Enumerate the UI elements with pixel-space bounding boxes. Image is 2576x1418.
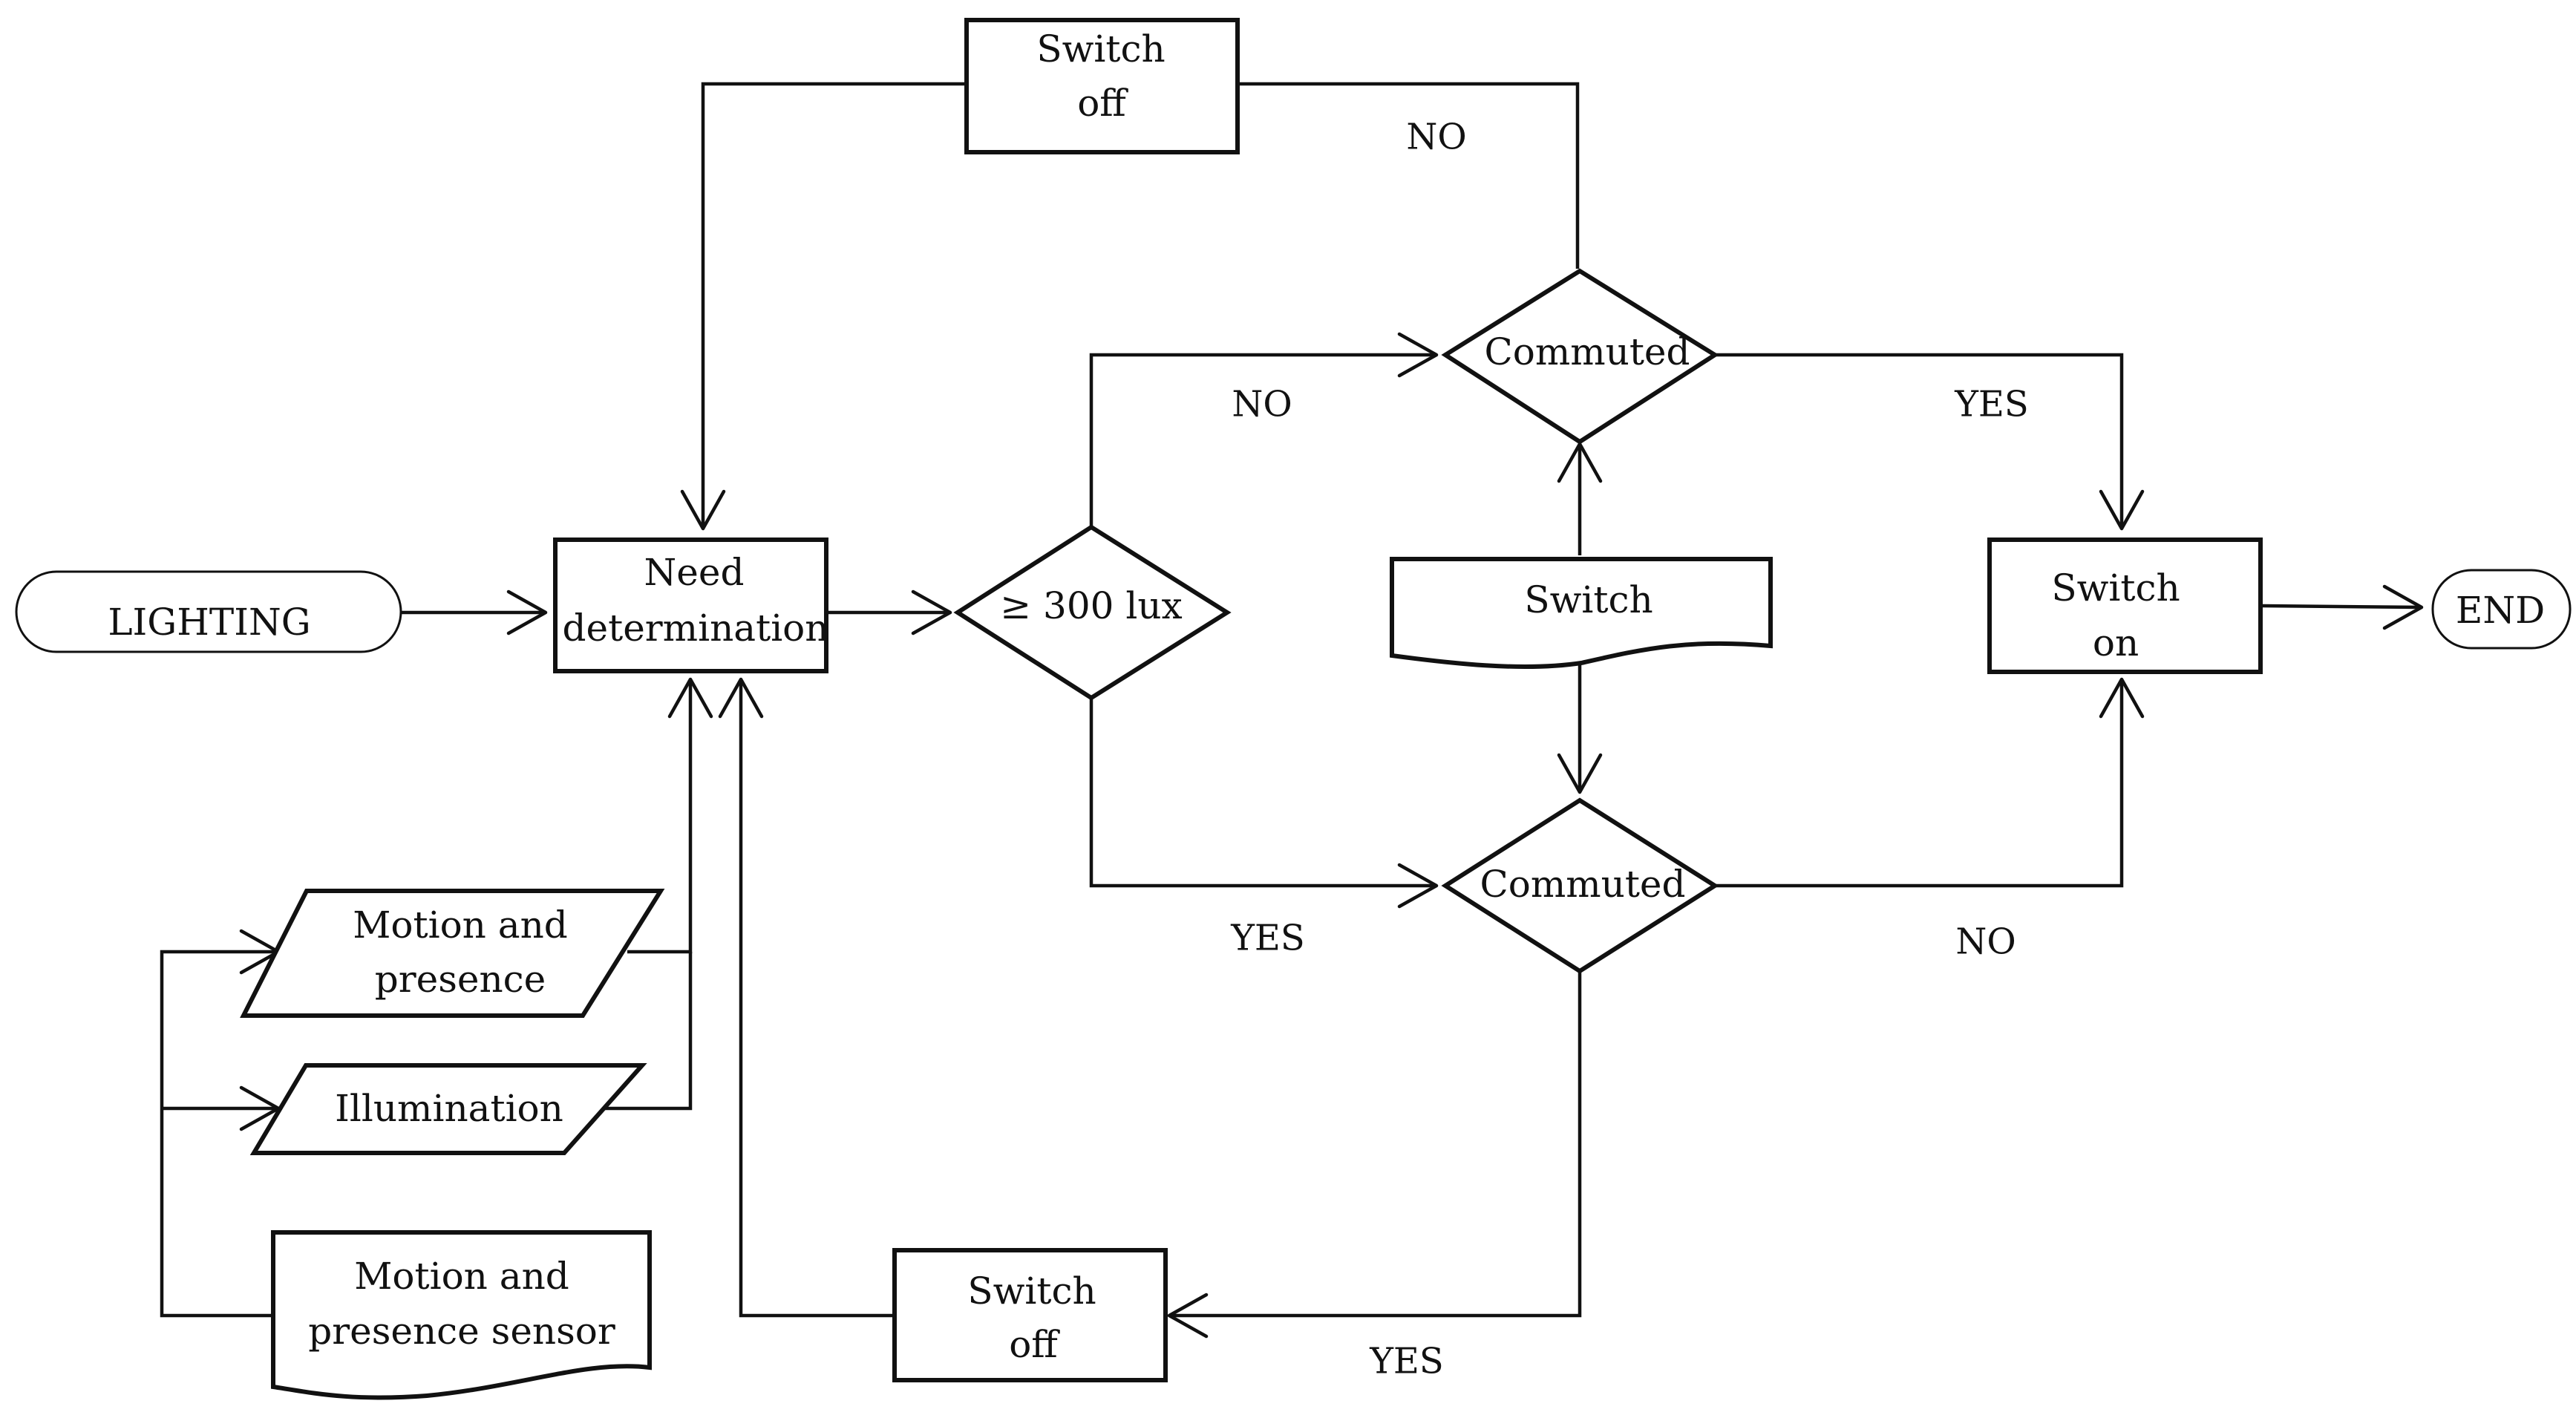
commuted-bottom-decision: Commuted [1441,797,1719,974]
edge-commuted-top-no-to-switch-off [1236,82,1580,269]
edge-commuted-bottom-no-to-switch-on [1715,677,2145,888]
illumination-label: Illumination [335,1087,563,1130]
switch-off-bottom-line-2: off [1009,1323,1060,1366]
switch-document-label: Switch [1524,578,1653,621]
start-label: LIGHTING [108,601,310,644]
edge-switch-on-to-end [2260,584,2424,630]
label-commuted-top-yes: YES [1954,384,2029,425]
motion-presence-sensor-document: Motion and presence sensor [271,1230,652,1400]
switch-on-line-2: on [2093,621,2139,664]
switch-off-top-line-2: off [1077,82,1128,125]
switch-off-bottom-process: Switch off [892,1248,1168,1382]
commuted-bottom-label: Commuted [1480,863,1685,906]
need-determination-line-1: Need [644,551,745,594]
label-commuted-top-no: NO [1406,117,1466,158]
edge-lux-no-to-commuted-top [1089,332,1439,527]
commuted-top-label: Commuted [1484,330,1690,373]
switch-off-top-process: Switch off [964,18,1240,154]
edge-lux-yes-to-commuted-bottom [1089,698,1439,909]
end-terminal: END [2431,569,2572,650]
end-label: END [2456,589,2545,632]
commuted-top-decision: Commuted [1441,268,1719,445]
switch-off-bottom-line-1: Switch [967,1270,1096,1313]
illumination-input: Illumination [249,1063,647,1155]
need-determination-process: Need determination [553,538,829,673]
edge-commuted-bottom-yes-to-switch-off [1167,971,1582,1339]
edge-need-to-lux [828,589,952,636]
edge-commuted-top-yes-to-switch-on [1715,353,2145,531]
label-commuted-bottom-yes: YES [1369,1341,1444,1382]
edge-switch-off-top-to-need [680,82,965,531]
motion-presence-line-2: presence [375,958,546,1001]
lux-decision-label: ≥ 300 lux [1000,584,1183,627]
switch-document: Switch [1390,557,1773,670]
switch-off-top-line-1: Switch [1036,27,1165,71]
start-terminal: LIGHTING [15,570,402,653]
lux-decision: ≥ 300 lux [953,524,1232,701]
edge-switch-off-bottom-to-need [718,677,893,1318]
edge-switch-to-commuted-top [1557,442,1603,555]
edge-inputs-to-need [600,677,713,1111]
switch-on-process: Switch on [1987,538,2263,674]
need-determination-line-2: determination [563,607,829,650]
sensor-line-1: Motion and [354,1255,569,1298]
edge-start-to-need [399,589,548,636]
label-lux-no: NO [1232,384,1292,425]
label-lux-yes: YES [1230,918,1305,959]
sensor-line-2: presence sensor [308,1310,615,1353]
switch-on-line-1: Switch [2051,566,2180,610]
edge-switch-to-commuted-bottom [1557,663,1603,794]
motion-presence-line-1: Motion and [353,904,568,947]
motion-presence-input: Motion and presence [240,889,665,1018]
label-commuted-bottom-no: NO [1955,921,2016,963]
